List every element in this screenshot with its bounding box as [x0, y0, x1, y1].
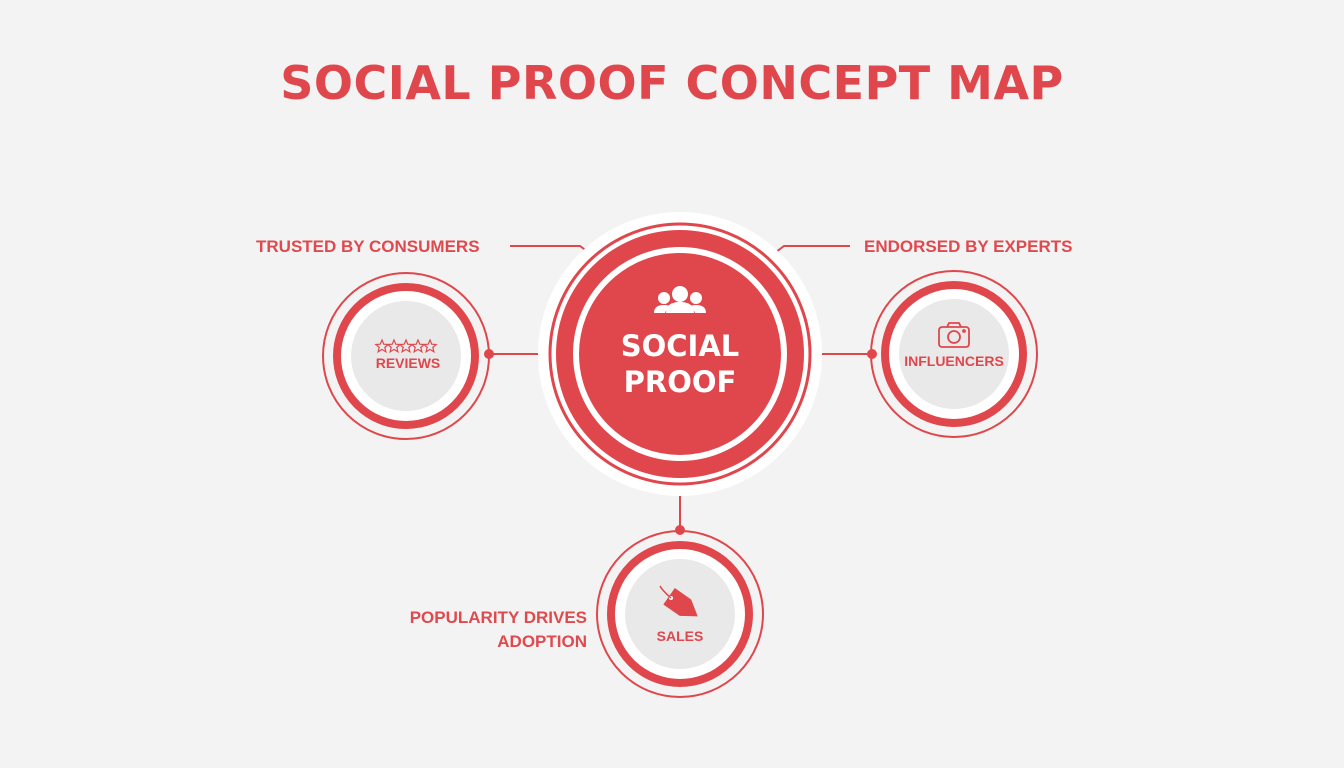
price-tag-icon	[659, 585, 698, 617]
center-node	[538, 212, 822, 496]
center-label-line-2: PROOF	[623, 365, 737, 399]
page-title: SOCIAL PROOF CONCEPT MAP	[280, 56, 1064, 110]
connector-endorsed	[775, 245, 850, 253]
influencers-node	[870, 270, 1038, 438]
annotation-line-2: ADOPTION	[497, 632, 587, 651]
connector-trusted	[510, 245, 589, 253]
annotation-line-1: POPULARITY DRIVES	[409, 608, 587, 627]
people-group-icon	[654, 286, 706, 313]
sales-node-label: SALES	[656, 628, 704, 644]
center-node-label: SOCIAL PROOF	[580, 328, 780, 400]
reviews-node-label: REVIEWS	[375, 355, 441, 371]
center-label-line-1: SOCIAL	[620, 329, 740, 363]
five-stars-icon	[374, 338, 438, 354]
influencers-node-label: INFLUENCERS	[904, 353, 1004, 369]
annotation-endorsed-by-experts: ENDORSED BY EXPERTS	[864, 237, 1073, 256]
annotation-popularity-drives-adoption: POPULARITY DRIVES ADOPTION	[380, 606, 587, 654]
reviews-node	[322, 272, 490, 440]
annotation-trusted-by-consumers: TRUSTED BY CONSUMERS	[256, 237, 480, 256]
camera-icon	[938, 322, 970, 348]
